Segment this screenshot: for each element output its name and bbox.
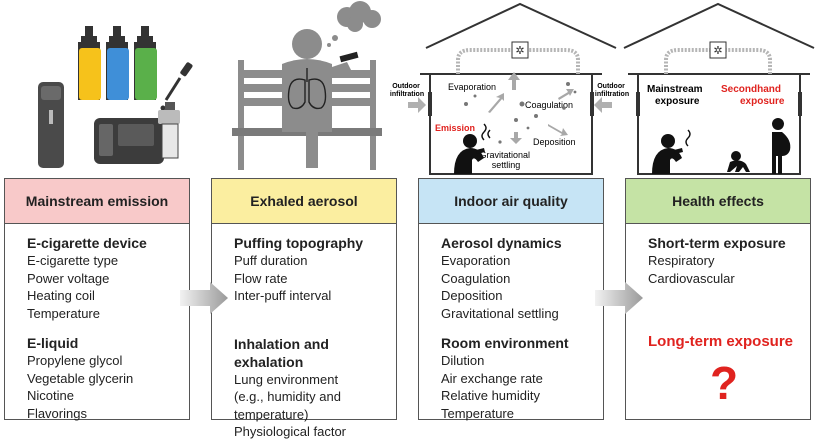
section-title: Room environment [441, 335, 569, 351]
vaper-exposure-icon [652, 129, 691, 174]
list-item: Nicotine [27, 388, 74, 403]
yellow-bottle-icon [78, 26, 101, 100]
gravitational-settling-label: Gravitational settling [479, 150, 532, 170]
list-item: Lung environment [234, 371, 339, 387]
ventilation-fan-icon [511, 41, 529, 59]
list-item: Deposition [441, 288, 503, 303]
long-term-exposure-label: Long-term exposure [648, 333, 794, 350]
list-item: Temperature [27, 305, 100, 321]
list-item: Relative humidity [441, 388, 540, 403]
mainstream-exposure-label: Mainstream exposure [647, 84, 705, 107]
illustration-strip: ✲ Outdoor infiltration Outdoor infiltrat… [38, 1, 815, 175]
list-item: Power voltage [27, 270, 110, 286]
svg-text:✲: ✲ [713, 45, 722, 57]
unknown-question-mark: ? [709, 357, 739, 409]
list-item: Propylene glycol [27, 353, 123, 368]
list-item: temperature) [234, 406, 309, 422]
list-item: Evaporation [441, 253, 511, 268]
indoor-air-house-illustration: ✲ Outdoor infiltration Outdoor infiltrat… [390, 2, 629, 175]
deposition-label: Deposition [533, 137, 576, 147]
list-item: Dilution [441, 353, 485, 368]
panel-exhaled-aerosol: Exhaled aerosol Puffing topography Puff … [211, 178, 397, 439]
person-head-icon [292, 29, 322, 59]
section-title: Inhalation and exhalation [234, 335, 329, 370]
health-house-illustration: ✲ Mainstream exposure Secondhand exposur… [623, 2, 815, 175]
list-item: Gravitational settling [441, 305, 559, 321]
list-item: (e.g., humidity and [234, 389, 341, 404]
ventilation-fan-icon-2 [709, 41, 727, 59]
vaper-indoor-icon [454, 123, 491, 174]
list-item: E-cigarette type [27, 253, 119, 268]
list-item: Coagulation [441, 270, 511, 286]
list-item: Heating coil [27, 288, 95, 303]
flow-arrow-icon [180, 282, 228, 314]
dropper-icon [160, 62, 193, 111]
box-mod-icon [94, 102, 180, 164]
list-item: Inter-puff interval [234, 288, 332, 303]
panel-mainstream-emission: Mainstream emission E-cigarette device E… [4, 178, 190, 421]
section-title: Short-term exposure [648, 235, 786, 251]
baby-icon [727, 151, 750, 172]
secondhand-exposure-label: Secondhand exposure [721, 84, 785, 107]
smoker-on-bench-illustration [232, 1, 382, 170]
green-bottle-icon [134, 26, 157, 100]
coagulation-label: Coagulation [525, 100, 573, 110]
exhaled-cloud-icon [327, 1, 381, 47]
blue-bottle-icon [106, 26, 129, 100]
panel-indoor-air-quality: Indoor air quality Aerosol dynamics Evap… [418, 178, 604, 421]
list-item: Vegetable glycerin [27, 370, 134, 386]
section-title: E-liquid [27, 335, 79, 351]
flow-arrow-icon [595, 282, 643, 314]
emission-label: Emission [435, 123, 475, 133]
vape-device-icon [339, 51, 359, 63]
outdoor-infiltration-right-label: Outdoor infiltration [595, 83, 629, 98]
list-item: Physiological factor [234, 424, 346, 439]
ecigarette-illustration [38, 26, 193, 168]
list-item: Flavorings [27, 405, 87, 421]
list-item: Air exchange rate [441, 370, 543, 386]
list-item: Flow rate [234, 270, 288, 286]
panel-header: Indoor air quality [419, 179, 603, 224]
lungs-icon [287, 68, 327, 110]
outdoor-infiltration-left-label: Outdoor infiltration [390, 83, 424, 98]
panel-header: Exhaled aerosol [212, 179, 396, 224]
pregnant-woman-icon [772, 118, 791, 174]
svg-text:✲: ✲ [515, 45, 524, 57]
panel-health-effects: Health effects Short-term exposure Respi… [625, 178, 811, 420]
pod-device-icon [38, 82, 64, 168]
list-item: Puff duration [234, 253, 308, 268]
evaporation-label: Evaporation [448, 82, 496, 92]
list-item: Temperature [441, 405, 514, 421]
list-item: Cardiovascular [648, 270, 735, 286]
panel-header: Mainstream emission [5, 179, 189, 224]
section-title: Aerosol dynamics [441, 235, 562, 251]
panel-header: Health effects [626, 179, 810, 224]
section-title: E-cigarette device [27, 235, 147, 251]
list-item: Respiratory [648, 253, 715, 268]
section-title: Puffing topography [234, 235, 364, 251]
